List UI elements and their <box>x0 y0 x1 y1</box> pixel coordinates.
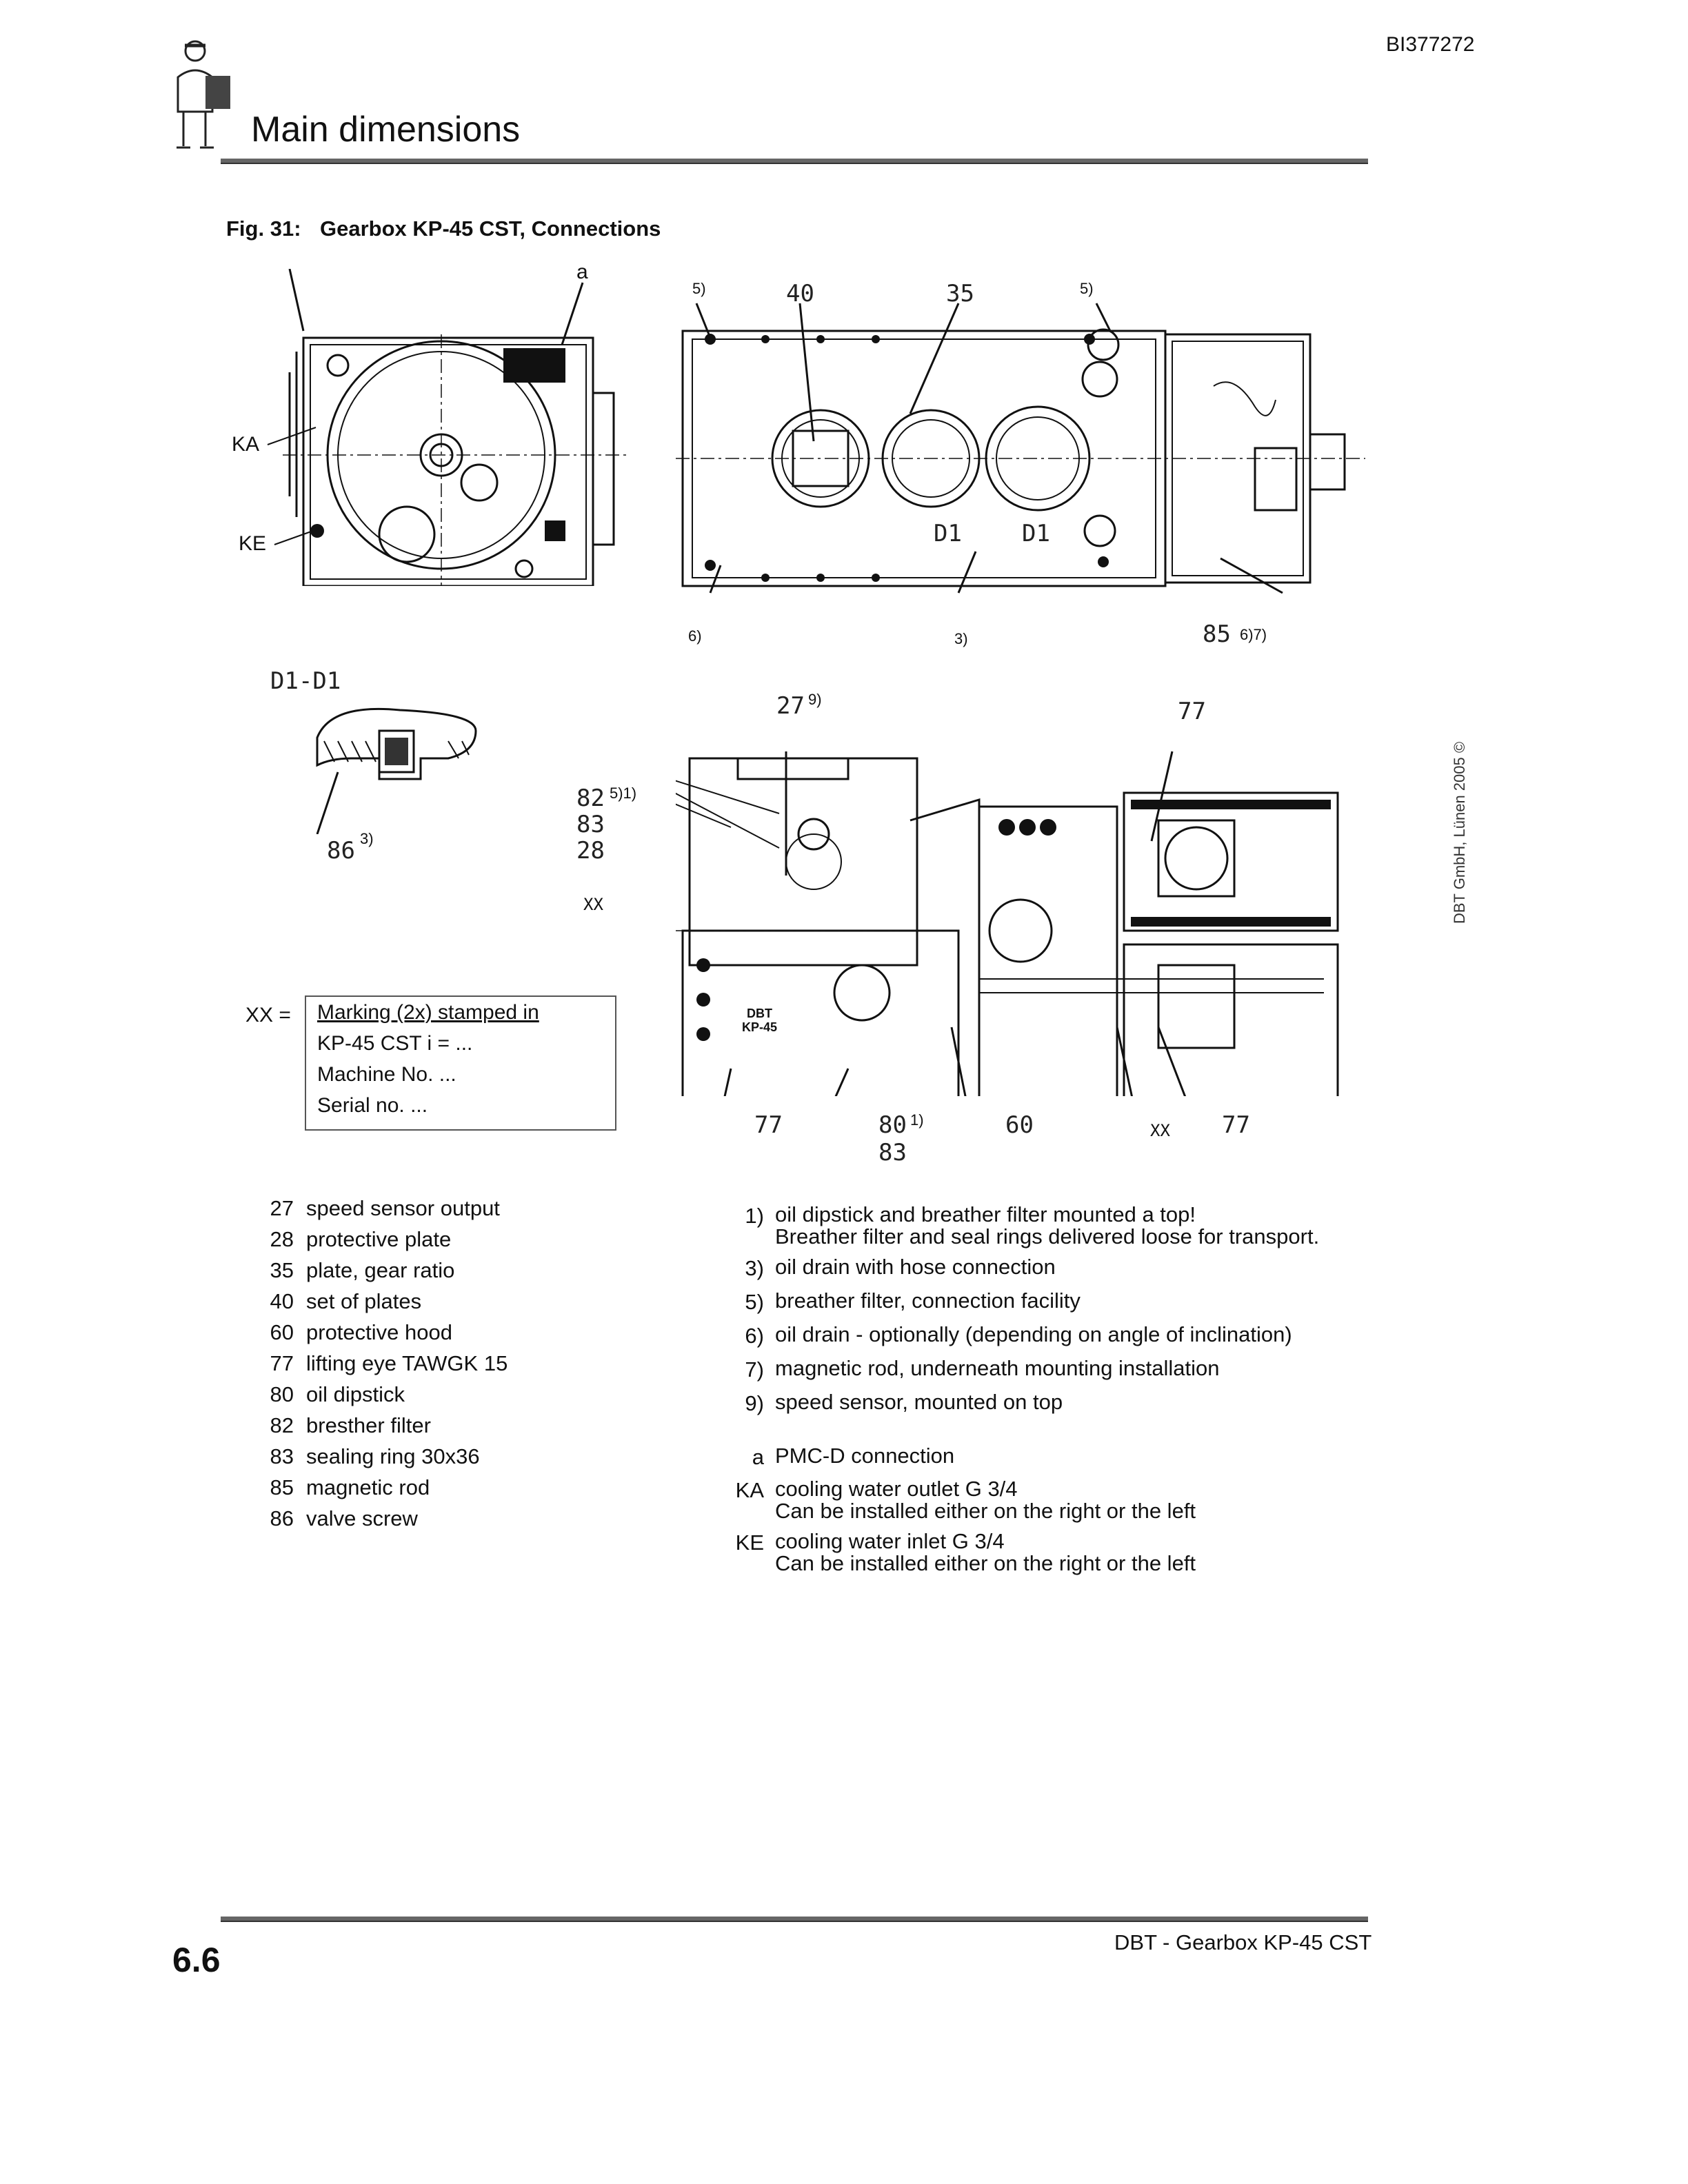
document-id: BI377272 <box>1386 33 1475 56</box>
callout-35: 35 <box>946 280 974 307</box>
copyright-notice: DBT GmbH, Lünen 2005 © <box>1451 741 1468 924</box>
footnote-item: 9)speed sensor, mounted on top <box>745 1390 1063 1416</box>
callout-ka: KA <box>232 433 260 456</box>
callout-a: a <box>576 261 588 283</box>
marking-line-2: KP-45 CST i = ... <box>317 1032 473 1055</box>
callout-3: 3) <box>954 630 968 647</box>
page-number: 6.6 <box>172 1941 221 1979</box>
callout-80-note: 1) <box>910 1111 924 1129</box>
callout-40: 40 <box>786 280 814 307</box>
marking-line-4: Serial no. ... <box>317 1094 428 1117</box>
footnote-item: 3)oil drain with hose connection <box>745 1255 1056 1281</box>
figure-number: Fig. 31: <box>226 216 301 241</box>
marking-line-1: Marking (2x) stamped in <box>317 1001 539 1024</box>
callout-27-note: 9) <box>808 691 822 708</box>
marking-line-3: Machine No. ... <box>317 1063 456 1086</box>
callout-ke: KE <box>239 532 267 555</box>
page-title: Main dimensions <box>251 110 521 150</box>
section-d1-drawing <box>316 707 477 834</box>
callout-28: 28 <box>576 837 605 865</box>
callout-77-bottom-right: 77 <box>1222 1111 1250 1139</box>
header-rule <box>221 159 1368 164</box>
footnote-item: 6)oil drain - optionally (depending on a… <box>745 1322 1292 1348</box>
callout-82-notes: 5)1) <box>610 785 637 802</box>
side-view-drawing <box>676 303 1365 594</box>
top-view-drawing <box>676 751 1339 1096</box>
marking-box: Marking (2x) stamped in KP-45 CST i = ..… <box>305 995 616 1131</box>
footnote-item: 1)oil dipstick and breather filter mount… <box>745 1202 1320 1248</box>
callout-5-right: 5) <box>1080 280 1094 297</box>
callout-5-left: 5) <box>692 280 706 297</box>
callout-leaders-front <box>267 427 323 545</box>
front-view-drawing <box>283 269 627 586</box>
dbt-logo-label: DBT KP-45 <box>742 1007 777 1034</box>
model-logo-text: KP-45 <box>742 1020 778 1034</box>
callout-85-notes: 6)7) <box>1240 626 1267 643</box>
footnote-item: 7)magnetic rod, underneath mounting inst… <box>745 1356 1220 1382</box>
callout-27: 27 <box>776 692 805 720</box>
callout-83: 83 <box>576 811 605 838</box>
callout-83-bottom: 83 <box>878 1139 907 1166</box>
footnote-item: 5)breather filter, connection facility <box>745 1288 1081 1315</box>
callout-60: 60 <box>1005 1111 1034 1139</box>
footer-title: DBT - Gearbox KP-45 CST <box>1114 1930 1372 1954</box>
callout-80: 80 <box>878 1111 907 1139</box>
figure-caption: Fig. 31: Gearbox KP-45 CST, Connections <box>226 216 661 241</box>
callout-86: 86 <box>327 837 355 865</box>
technician-with-manual-icon <box>177 40 230 149</box>
callout-d1-left: D1 <box>934 520 962 547</box>
callout-d1-right: D1 <box>1022 520 1050 547</box>
figure-title: Gearbox KP-45 CST, Connections <box>320 216 661 241</box>
footer-rule <box>221 1917 1368 1922</box>
callout-xx-right: XX <box>1150 1121 1170 1140</box>
dbt-logo-text: DBT <box>747 1007 773 1020</box>
callout-82: 82 <box>576 785 605 812</box>
footnotes: 1)oil dipstick and breather filter mount… <box>696 1204 1386 1416</box>
callout-85: 85 <box>1203 620 1231 648</box>
callout-6: 6) <box>688 627 702 645</box>
marking-prefix: XX = <box>245 1004 291 1027</box>
callout-86-note: 3) <box>360 830 374 847</box>
callout-77-top: 77 <box>1178 698 1206 725</box>
callout-xx-left: XX <box>583 895 603 914</box>
section-label: D1-D1 <box>270 667 341 695</box>
callout-77-bottom-left: 77 <box>754 1111 783 1139</box>
